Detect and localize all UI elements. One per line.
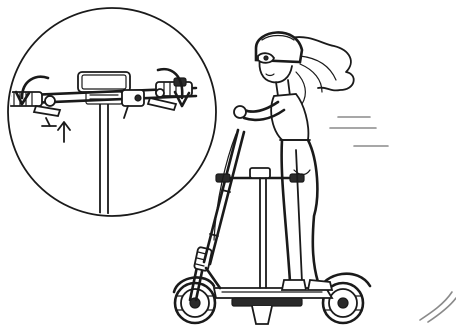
steering-column: [202, 128, 246, 266]
face: [257, 52, 293, 84]
arm: [233, 100, 286, 122]
handlebar-detail-inset: [7, 7, 217, 217]
left-brake-lever: [32, 95, 62, 127]
hand: [233, 105, 247, 119]
hair: [289, 36, 355, 105]
electric-scooter: [172, 128, 372, 325]
shoes: [280, 279, 334, 291]
curved-down-arrow-icon: [14, 75, 50, 106]
legs: [280, 138, 320, 284]
front-fender: [172, 276, 216, 294]
scooter-handlebar: [215, 167, 305, 289]
deck: [212, 287, 334, 325]
rider: [233, 31, 355, 291]
neck: [275, 79, 291, 97]
inset-circle: [7, 7, 217, 217]
up-arrow-icon: [57, 121, 71, 143]
right-brake-lever: [146, 88, 178, 112]
folding-joint: [204, 266, 222, 290]
handlebar-stem: [99, 103, 109, 214]
front-wheel: [173, 281, 217, 325]
throttle-control: [121, 89, 145, 119]
brake-cable: [213, 133, 237, 241]
motion-lines-icon: [329, 116, 456, 323]
curved-down-arrow-icon: [156, 67, 191, 108]
